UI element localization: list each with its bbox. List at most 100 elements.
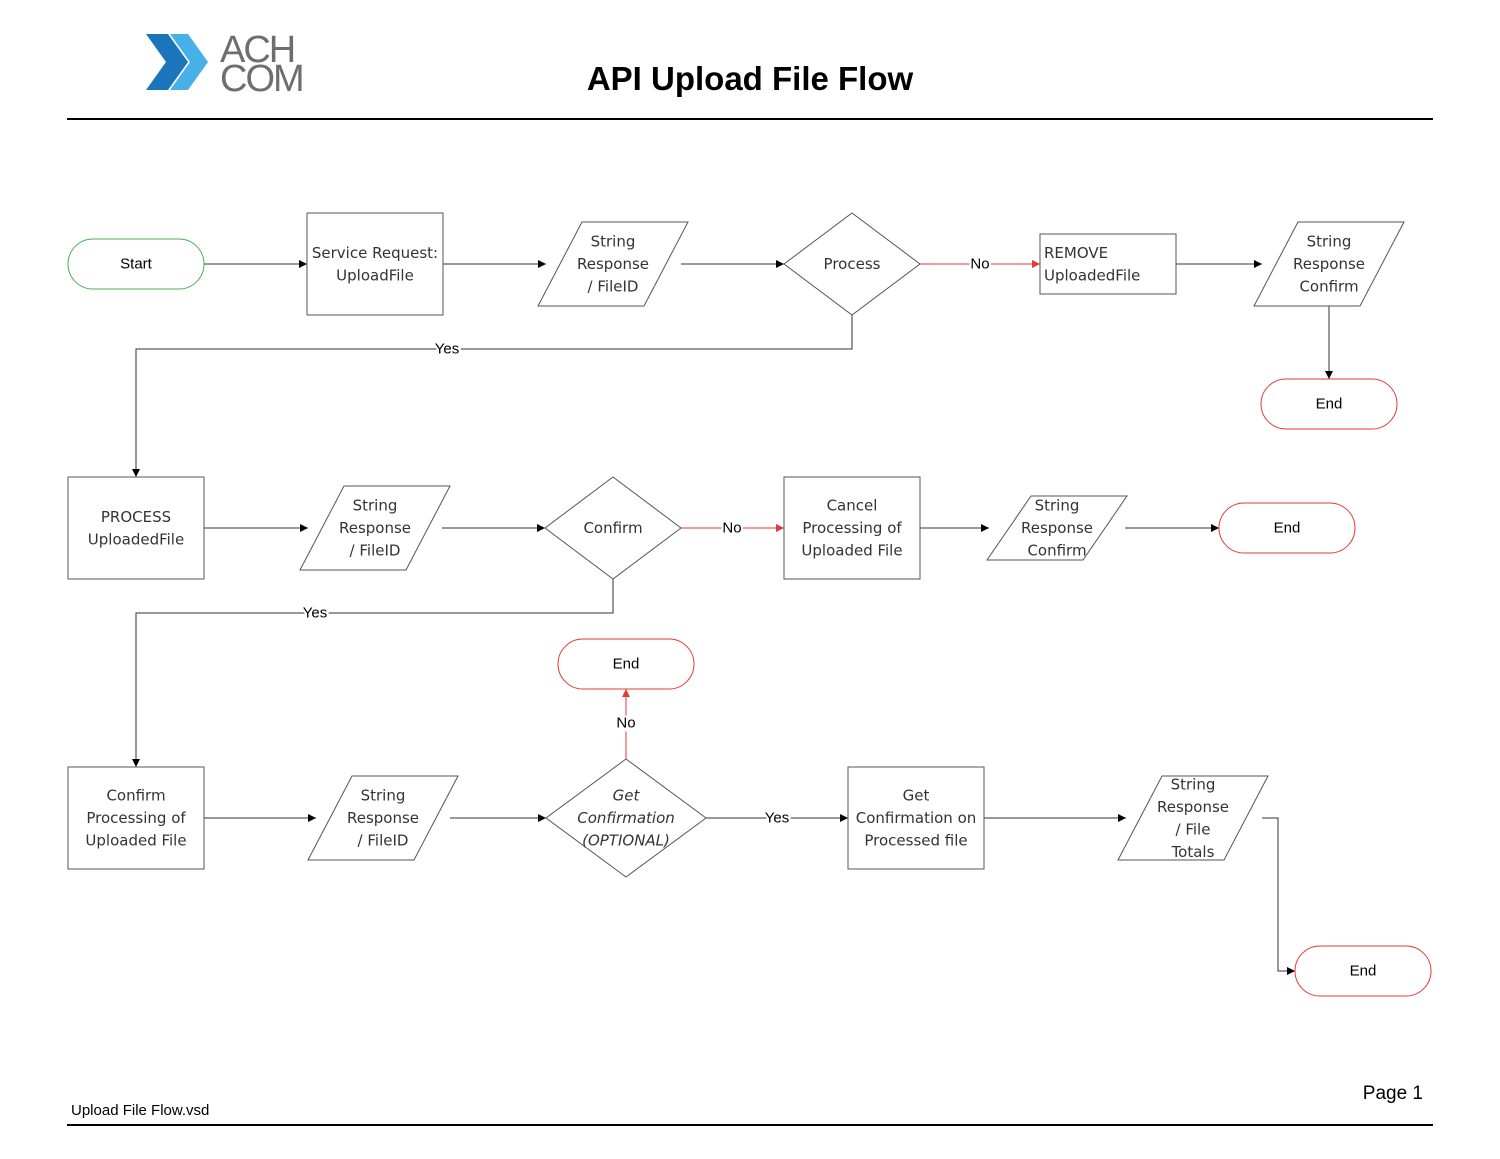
edge-label-no: No: [722, 520, 741, 537]
end-terminal-shape: [1294, 945, 1432, 997]
data-parallelogram-shape: [537, 221, 689, 307]
data-parallelogram-shape: [986, 495, 1128, 561]
node-remove-file: REMOVE UploadedFile: [1039, 233, 1177, 295]
edge-dec-confirm-to-confirm-processing: Yes: [132, 579, 614, 767]
edge-label-no: No: [616, 715, 635, 732]
node-label-line: End: [1274, 520, 1301, 537]
process-box-shape: [67, 476, 205, 580]
process-box-shape: [1039, 233, 1177, 295]
node-label-line: UploadedFile: [1044, 266, 1140, 284]
node-label-line: String: [353, 497, 398, 515]
node-label-line: / FileID: [588, 278, 639, 296]
logo-text-line2: COM: [220, 58, 303, 100]
decision-diamond-shape: [545, 758, 707, 878]
node-label-line: Confirmation on: [856, 809, 977, 827]
decision-diamond-shape: [544, 476, 682, 580]
node-label-line: Uploaded File: [801, 542, 902, 560]
node-label-line: UploadFile: [336, 266, 414, 284]
node-label-line: Processing of: [802, 519, 902, 537]
node-end-1: End: [1260, 378, 1398, 430]
logo-text-line1: ACH: [220, 29, 294, 71]
node-label-line: Process: [824, 255, 881, 273]
data-parallelogram-shape: [299, 485, 451, 571]
node-label-line: String: [361, 787, 406, 805]
edge-label-no: No: [970, 256, 989, 273]
node-end-4: End: [1294, 945, 1432, 997]
edge-dec-confirm-to-cancel-processing: No: [681, 518, 784, 539]
end-terminal-shape: [1260, 378, 1398, 430]
start-terminal-shape: [67, 238, 205, 290]
edge-label-yes: Yes: [303, 605, 327, 622]
node-label-line: / FileID: [358, 832, 409, 850]
node-label-line: String: [1171, 775, 1216, 793]
node-label-line: Confirm: [1027, 542, 1086, 560]
node-dec-process: Process: [783, 212, 921, 316]
node-label-line: Response: [1293, 255, 1365, 273]
node-label-line: Confirm: [583, 519, 642, 537]
edge-dec-get-confirmation-to-get-confirmation: Yes: [706, 808, 848, 829]
edge-dec-process-to-remove-file: No: [920, 254, 1040, 275]
node-label-line: Response: [577, 255, 649, 273]
end-terminal-shape: [1218, 502, 1356, 554]
node-start: Start: [67, 238, 205, 290]
node-label-line: REMOVE: [1044, 244, 1108, 262]
node-label-line: UploadedFile: [88, 530, 184, 548]
edge-dec-get-confirmation-to-end-3: No: [614, 689, 638, 759]
node-label-line: Get: [613, 787, 641, 805]
footer-filename: Upload File Flow.vsd: [71, 1102, 209, 1119]
process-box-shape: [783, 476, 921, 580]
data-parallelogram-shape: [1253, 221, 1405, 307]
node-label-line: Response: [339, 519, 411, 537]
node-label-line: String: [1035, 497, 1080, 515]
edge-line: [1262, 817, 1295, 975]
process-box-shape: [306, 212, 444, 316]
process-box-shape: [847, 766, 985, 870]
node-label-line: End: [613, 656, 640, 673]
data-parallelogram-shape: [307, 775, 459, 861]
process-box-shape: [67, 766, 205, 870]
decision-diamond-shape: [783, 212, 921, 316]
node-label-line: Confirm: [106, 787, 165, 805]
edge-resp-file-totals-to-end-4: [1262, 817, 1295, 975]
node-end-2: End: [1218, 502, 1356, 554]
logo-chevron-dark-icon: [146, 34, 188, 90]
node-dec-confirm: Confirm: [544, 476, 682, 580]
page-title: API Upload File Flow: [587, 60, 914, 97]
node-label-line: Processed file: [864, 832, 967, 850]
node-label-line: PROCESS: [101, 508, 171, 526]
node-label-line: Response: [347, 809, 419, 827]
node-label-line: End: [1316, 396, 1343, 413]
node-label-line: Service Request:: [312, 244, 438, 262]
node-label-line: Confirmation: [577, 809, 675, 827]
edge-line: [132, 315, 853, 477]
node-label-line: Confirm: [1299, 278, 1358, 296]
node-svc-request: Service Request: UploadFile: [306, 212, 444, 316]
end-terminal-shape: [557, 638, 695, 690]
node-label-line: Totals: [1171, 843, 1215, 861]
node-label-line: Get: [903, 787, 930, 805]
node-label-line: Processing of: [86, 809, 186, 827]
node-label-line: String: [1307, 233, 1352, 251]
page-number: Page 1: [1363, 1083, 1423, 1104]
logo-chevron-light-icon: [170, 34, 208, 90]
edge-line: [132, 579, 614, 767]
node-label-line: End: [1350, 963, 1377, 980]
edge-dec-process-to-process-file: Yes: [132, 315, 853, 477]
edge-label-yes: Yes: [765, 810, 789, 827]
node-label-line: Response: [1157, 798, 1229, 816]
node-label-line: / File: [1176, 820, 1211, 838]
node-label-line: Start: [120, 256, 153, 273]
edge-label-yes: Yes: [435, 341, 459, 358]
